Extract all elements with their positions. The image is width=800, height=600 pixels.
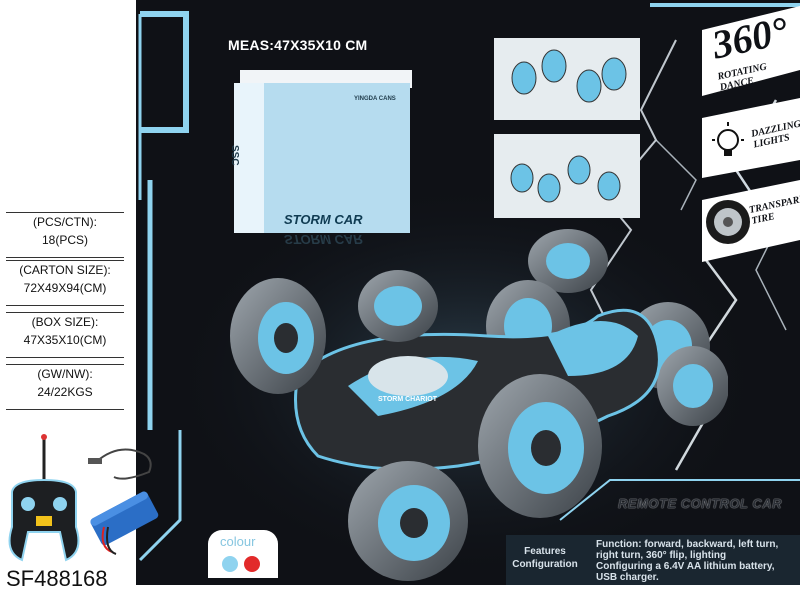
lightning-bolt xyxy=(655,139,697,211)
features-heading-line: Configuration xyxy=(512,559,578,570)
spec-value: 24/22KGS xyxy=(37,385,93,399)
spec-value: 72X49X94(CM) xyxy=(23,281,107,295)
features-heading-line: Features xyxy=(524,546,566,557)
wheel xyxy=(230,278,326,394)
features-line: right turn, 360° flip, lighting xyxy=(596,550,727,561)
features-heading: Features Configuration xyxy=(506,545,584,571)
spec-row-box: (BOX SIZE): 47X35X10(CM) xyxy=(6,312,124,358)
box-name: STORM CAR xyxy=(284,212,363,227)
features-description: Function: forward, backward, left turn, … xyxy=(596,539,796,583)
features-bar xyxy=(506,535,800,585)
wheel xyxy=(528,229,608,293)
light-bulb-icon xyxy=(712,122,744,156)
box-measurement: MEAS:47X35X10 CM xyxy=(228,37,368,53)
spec-value: 47X35X10(CM) xyxy=(23,333,107,347)
spec-label: (GW/NW): xyxy=(37,367,93,381)
remote-button xyxy=(21,497,35,511)
lights-badge xyxy=(702,98,800,178)
features-line: USB charger. xyxy=(596,572,659,583)
box-spine xyxy=(234,83,264,233)
rotation-badge xyxy=(702,6,800,96)
spec-value: 18(PCS) xyxy=(41,233,88,247)
features-line: Function: forward, backward, left turn, xyxy=(596,539,779,550)
sku-label: SF488168 xyxy=(6,566,108,591)
wheel xyxy=(348,461,468,581)
spec-row-carton: (CARTON SIZE): 72X49X94(CM) xyxy=(6,260,124,306)
colour-panel xyxy=(208,530,278,578)
action-photos xyxy=(494,38,640,218)
wheel xyxy=(358,270,438,342)
accessories-image xyxy=(8,434,159,562)
box-brand: YINGDA CANS xyxy=(354,96,396,102)
colour-swatch-red[interactable] xyxy=(244,556,260,572)
battery-icon xyxy=(90,491,159,546)
spec-label: (CARTON SIZE): xyxy=(19,263,111,277)
remote-button xyxy=(53,497,67,511)
product-title: REMOTE CONTROL CAR xyxy=(618,496,783,511)
feature-badges xyxy=(702,6,800,262)
usb-cable-icon xyxy=(95,448,152,480)
colour-label: colour xyxy=(220,534,256,549)
box-side-logo: SSC xyxy=(229,145,240,166)
wheel xyxy=(657,346,728,426)
colour-swatch-blue[interactable] xyxy=(222,556,238,572)
spec-row-pcs: (PCS/CTN): 18(PCS) xyxy=(6,212,124,258)
car-illustration: STORM CHARIOT xyxy=(230,229,728,581)
spec-label: (PCS/CTN): xyxy=(33,215,97,229)
spec-row-weight: (GW/NW): 24/22KGS xyxy=(6,364,124,410)
spec-label: (BOX SIZE): xyxy=(31,315,99,329)
features-line: Configuring a 6.4V AA lithium battery, xyxy=(596,561,775,572)
car-decal-text: STORM CHARIOT xyxy=(378,396,438,403)
wheel xyxy=(478,374,602,518)
tire-icon xyxy=(706,200,750,244)
